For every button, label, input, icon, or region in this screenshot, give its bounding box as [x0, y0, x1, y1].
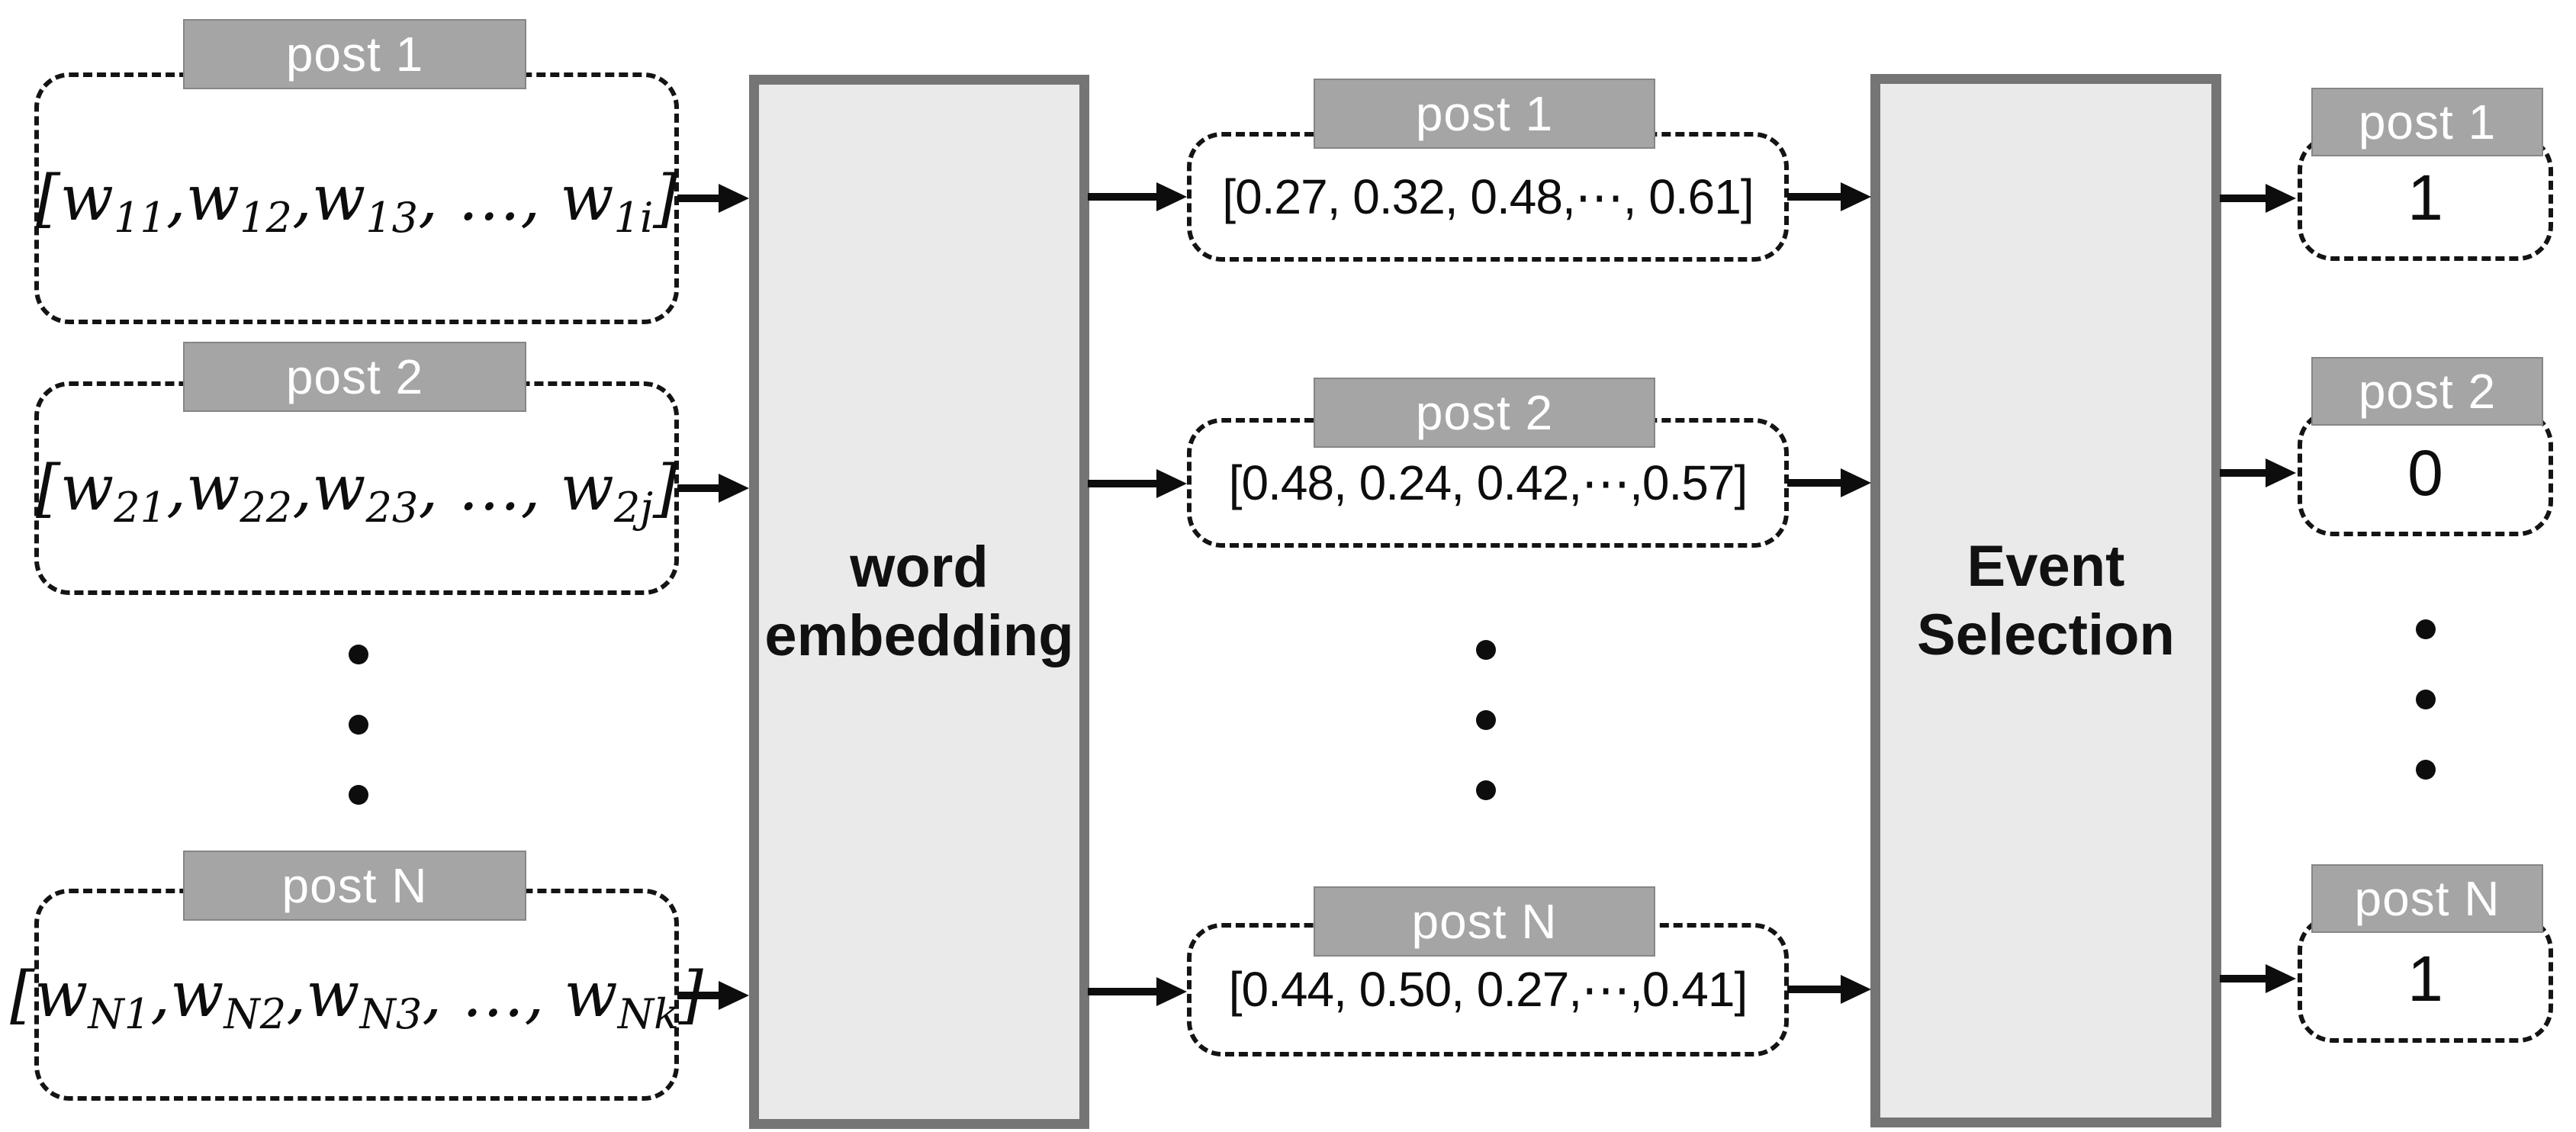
dot: [1476, 710, 1496, 730]
post-label: post 1: [183, 19, 526, 89]
flow-arrow: [2220, 975, 2266, 982]
stage-title: Event Selection: [1917, 532, 2175, 669]
ellipsis-dots: [349, 645, 368, 805]
post-label: post 2: [2311, 357, 2543, 426]
ellipsis-dots: [1476, 640, 1496, 800]
post-label: post N: [1314, 886, 1655, 957]
word-vector-formula: [w21,w22,w23, …, w2j]: [36, 452, 678, 532]
dot: [2416, 760, 2436, 780]
stage-title-line: word: [850, 535, 989, 600]
flow-arrow: [1088, 193, 1156, 201]
selection-value: 1: [2407, 943, 2443, 1015]
stage-title: word embedding: [764, 533, 1073, 670]
flow-arrow: [2220, 195, 2266, 202]
post-label: post N: [2311, 864, 2543, 933]
flow-arrow: [677, 484, 719, 492]
dot: [349, 645, 368, 664]
selection-value: 0: [2407, 436, 2443, 509]
input-post-card: [w11,w12,w13, …, w1i]: [34, 72, 679, 324]
post-label: post 1: [2311, 88, 2543, 156]
embedded-post-card: [0.27, 0.32, 0.48,⋯, 0.61]: [1187, 132, 1789, 262]
post-label: post 2: [183, 342, 526, 412]
embedding-vector: [0.44, 0.50, 0.27,⋯,0.41]: [1228, 962, 1748, 1017]
flow-arrow: [677, 992, 719, 999]
flow-arrow: [1787, 193, 1841, 201]
flow-arrow: [2220, 469, 2266, 477]
dot: [1476, 640, 1496, 660]
embedding-vector: [0.48, 0.24, 0.42,⋯,0.57]: [1228, 455, 1748, 510]
input-post-card: [w21,w22,w23, …, w2j]: [34, 381, 679, 595]
selection-value: 1: [2407, 162, 2443, 233]
dot: [349, 715, 368, 735]
embedding-vector: [0.27, 0.32, 0.48,⋯, 0.61]: [1222, 169, 1754, 224]
stage-title-line: Selection: [1917, 602, 2175, 667]
post-label: post N: [183, 851, 526, 921]
flow-arrow: [1088, 480, 1156, 487]
embedded-post-card: [0.44, 0.50, 0.27,⋯,0.41]: [1187, 923, 1789, 1056]
dot: [349, 785, 368, 805]
dot: [2416, 690, 2436, 709]
word-vector-formula: [w11,w12,w13, …, w1i]: [35, 162, 678, 242]
dot: [2416, 619, 2436, 639]
selected-post-card: 0: [2298, 410, 2553, 536]
selected-post-card: 1: [2298, 915, 2553, 1043]
dot: [1476, 780, 1496, 800]
word-embedding-stage: word embedding: [749, 75, 1089, 1129]
flow-arrow: [1787, 986, 1841, 993]
input-post-card: [wN1,wN2,wN3, …, wNk]: [10, 889, 703, 1101]
word-vector-formula: [wN1,wN2,wN3, …, wNk]: [10, 958, 703, 1038]
event-selection-stage: Event Selection: [1870, 74, 2221, 1127]
flow-arrow: [1088, 988, 1156, 995]
ellipsis-dots: [2416, 619, 2436, 780]
post-label: post 2: [1314, 378, 1655, 448]
stage-title-line: Event: [1967, 533, 2125, 599]
stage-title-line: embedding: [764, 603, 1074, 668]
post-label: post 1: [1314, 79, 1655, 149]
flow-arrow: [1787, 479, 1841, 487]
flow-arrow: [677, 195, 719, 202]
